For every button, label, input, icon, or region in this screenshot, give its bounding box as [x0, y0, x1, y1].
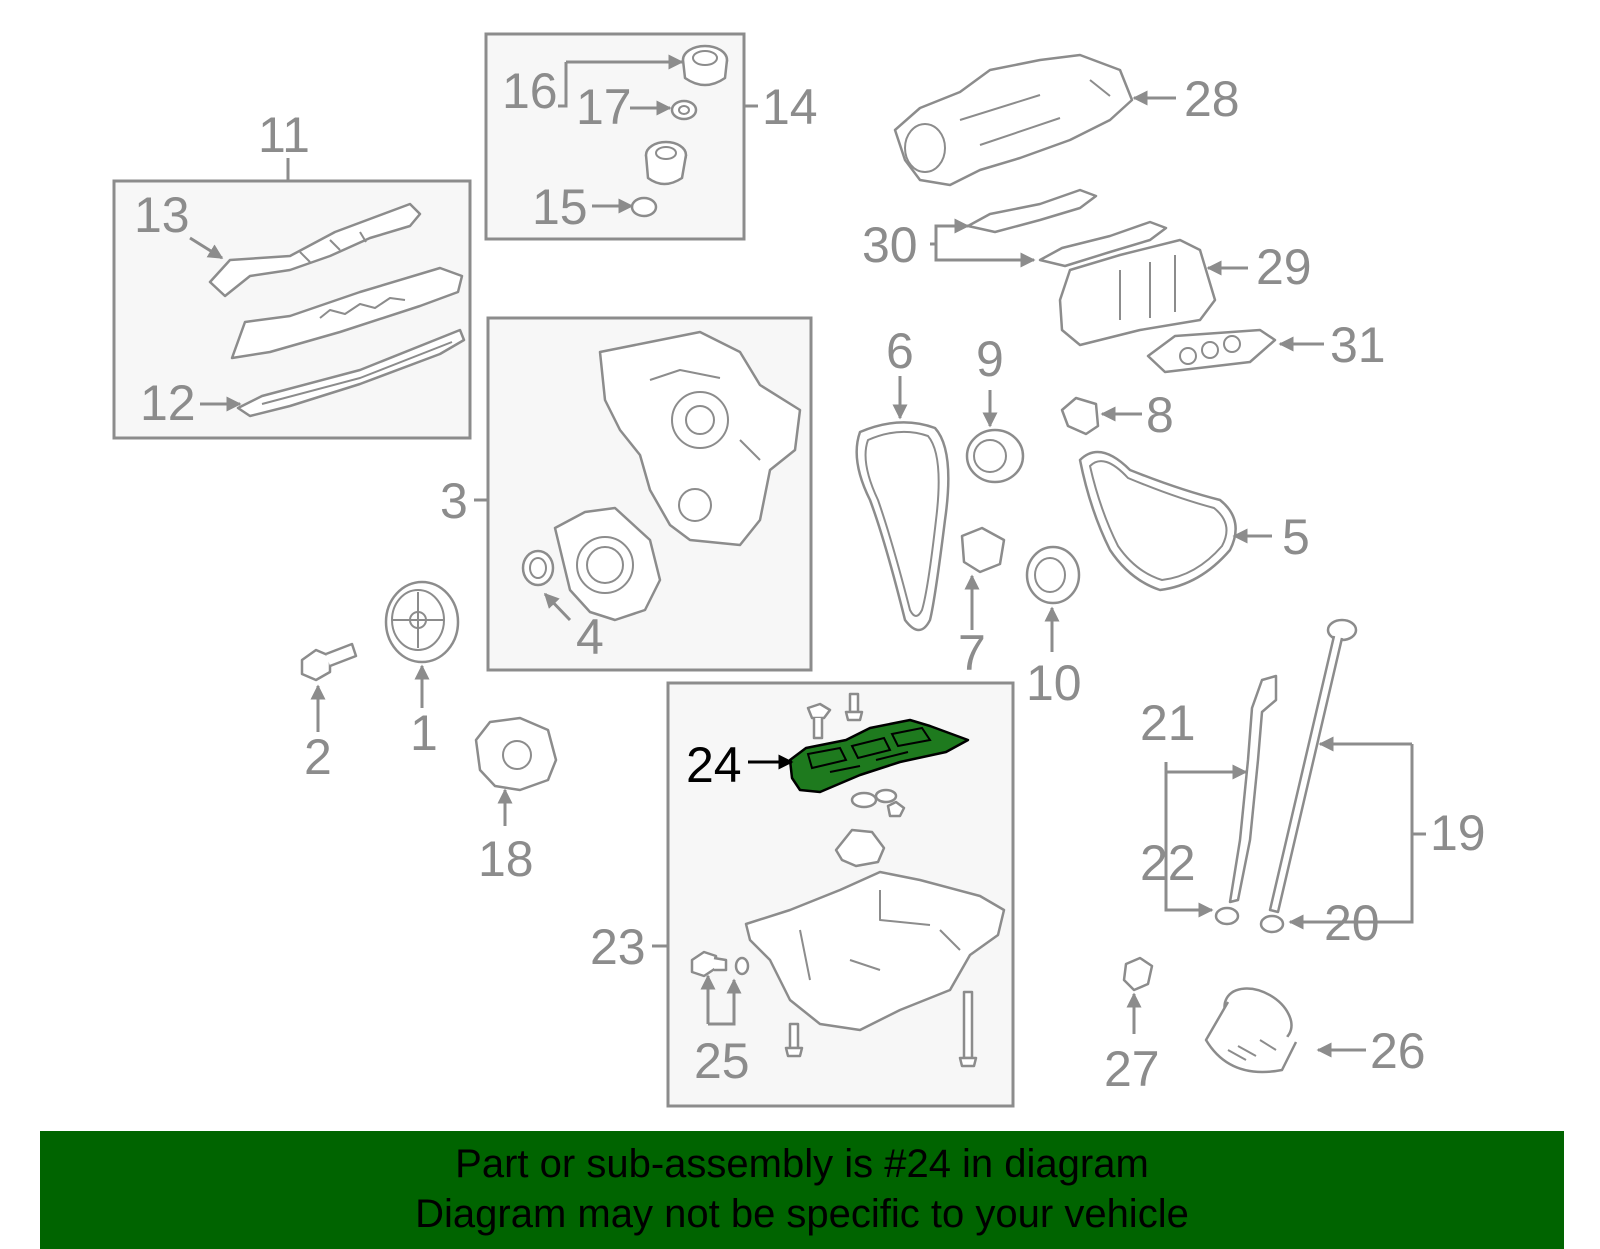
leader-lines — [189, 54, 1426, 1058]
callout-16: 16 — [502, 63, 558, 119]
callout-26: 26 — [1370, 1023, 1426, 1079]
oil-level-indicator-19 — [1268, 618, 1358, 914]
callout-12: 12 — [140, 375, 196, 431]
guide-8 — [1060, 396, 1100, 436]
callout-20: 20 — [1324, 895, 1380, 951]
callout-13: 13 — [134, 187, 190, 243]
callout-1: 1 — [410, 705, 438, 761]
oil-pump-screen — [834, 788, 906, 868]
drain-plug-25 — [690, 950, 750, 978]
front-cover-4 — [553, 506, 662, 622]
crank-pulley-1 — [384, 580, 460, 664]
valve-cover-gasket-12 — [236, 328, 466, 418]
banner-line-1: Part or sub-assembly is #24 in diagram — [455, 1142, 1149, 1186]
oil-pan-23 — [744, 870, 1006, 1032]
valve-cover-shield-13 — [208, 202, 422, 298]
oil-filler-cap-16 — [681, 44, 729, 87]
water-pump-18 — [474, 716, 558, 792]
callout-10: 10 — [1026, 655, 1082, 711]
throttle-gasket-31 — [1146, 328, 1277, 374]
callout-28: 28 — [1184, 71, 1240, 127]
bolt-top-a — [806, 702, 832, 740]
callout-15: 15 — [532, 179, 588, 235]
valve-cover — [230, 266, 464, 360]
bolt-bottom-a — [784, 1022, 804, 1058]
seal-17 — [670, 99, 698, 121]
seal-22 — [1214, 906, 1240, 926]
callout-29: 29 — [1256, 239, 1312, 295]
callout-22: 22 — [1140, 835, 1196, 891]
oil-pan-baffle-24[interactable] — [788, 718, 970, 794]
callout-9: 9 — [976, 331, 1004, 387]
callout-18: 18 — [478, 831, 534, 887]
pulley-bolt-2 — [300, 642, 358, 682]
callout-17: 17 — [576, 79, 632, 135]
callout-23: 23 — [590, 919, 646, 975]
callout-11: 11 — [258, 107, 310, 163]
callout-21: 21 — [1140, 695, 1196, 751]
callout-5: 5 — [1282, 509, 1310, 565]
oil-seal-4 — [521, 549, 555, 587]
oil-pressure-sensor-27 — [1122, 956, 1154, 992]
tensioner-7 — [960, 526, 1006, 574]
callout-24[interactable]: 24 — [686, 737, 742, 793]
seal-20 — [1259, 914, 1285, 934]
lower-intake-29 — [1058, 238, 1217, 347]
bolt-top-b — [844, 692, 864, 722]
intake-manifold-28 — [893, 53, 1134, 187]
timing-chain-6 — [855, 421, 950, 632]
oil-filler-tube-15 — [644, 140, 688, 186]
callout-25: 25 — [694, 1033, 750, 1089]
info-banner: Part or sub-assembly is #24 in diagram D… — [40, 1131, 1564, 1249]
dipstick-tube-21 — [1228, 674, 1278, 904]
callout-7: 7 — [958, 625, 986, 681]
callout-14: 14 — [762, 79, 818, 135]
sprocket-9 — [965, 428, 1025, 484]
timing-chain-5 — [1078, 450, 1237, 592]
seal-17-inner — [678, 105, 690, 115]
oil-filter-26 — [1204, 987, 1298, 1074]
callout-30: 30 — [862, 217, 918, 273]
banner-line-2: Diagram may not be specific to your vehi… — [415, 1192, 1189, 1236]
callout-19: 19 — [1430, 805, 1486, 861]
sprocket-10 — [1025, 545, 1081, 605]
callout-27: 27 — [1104, 1041, 1160, 1097]
callout-4: 4 — [576, 609, 604, 665]
callout-6: 6 — [886, 323, 914, 379]
seal-15 — [630, 196, 658, 218]
callout-2: 2 — [304, 729, 332, 785]
manifold-gaskets-30 — [966, 188, 1168, 268]
bolt-bottom-b — [958, 990, 978, 1068]
parts-diagram: 1 2 3 4 5 6 7 8 9 10 11 12 13 14 15 16 1… — [112, 32, 1486, 1108]
callout-8: 8 — [1146, 387, 1174, 443]
callout-31: 31 — [1330, 317, 1386, 373]
callout-3: 3 — [440, 473, 468, 529]
timing-cover-3 — [598, 330, 802, 547]
